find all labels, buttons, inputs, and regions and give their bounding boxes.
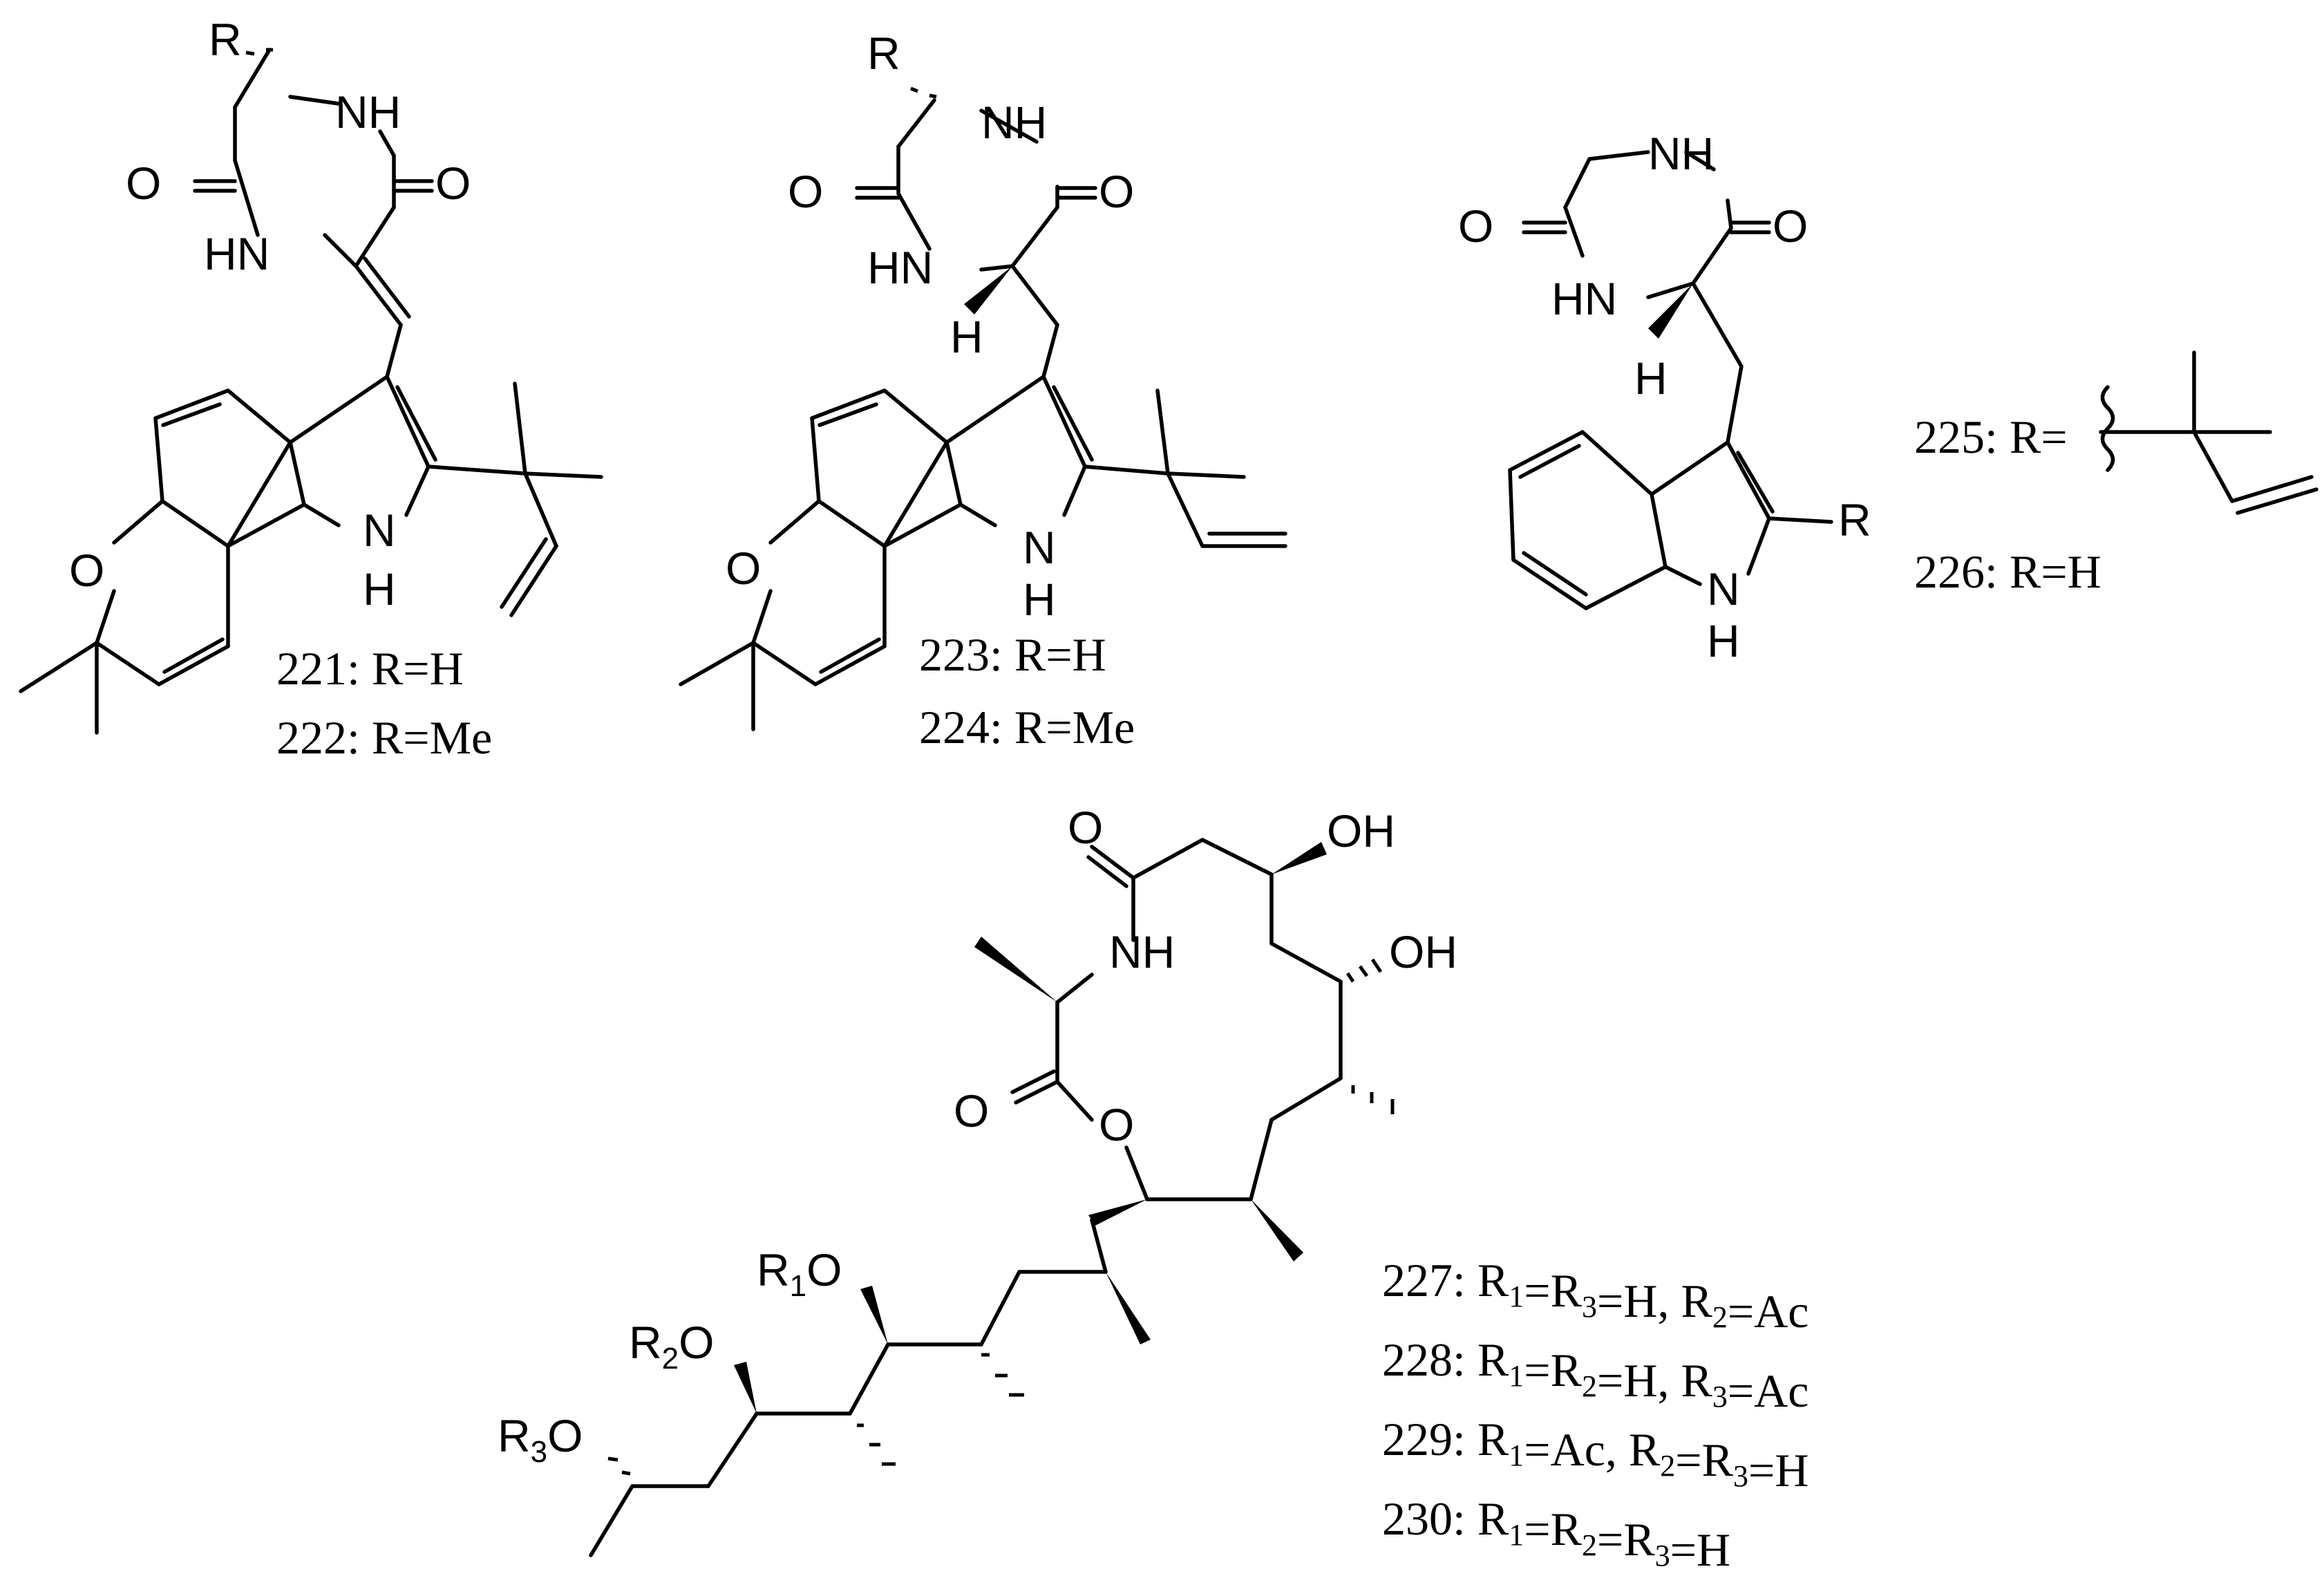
compound-label: 226: R=H (1914, 545, 2101, 598)
compound-label: 230: R1=R2=R3=H (1382, 1492, 1730, 1576)
atom-r: R (209, 14, 242, 65)
atom-o: O (1458, 200, 1493, 252)
structure-225-226: NH O O HN H R N H 225: R= 226: R=H (1458, 128, 2318, 666)
atom-h: H (1707, 615, 1740, 666)
atom-nh: NH (1109, 926, 1175, 977)
atom-n: N (1707, 563, 1740, 615)
atom-h: H (363, 563, 396, 615)
compound-label: 222: R=Me (276, 711, 492, 764)
atom-o: O (1099, 166, 1134, 217)
atom-o: O (788, 166, 823, 217)
atom-o: O (126, 158, 161, 209)
atom-o: O (1773, 200, 1808, 252)
atom-o: O (726, 543, 761, 594)
compound-label: 223: R=H (919, 628, 1106, 681)
atom-h: H (1634, 353, 1668, 404)
atom-n: N (1023, 522, 1056, 573)
atom-oh: OH (1389, 926, 1457, 977)
atom-hn: HN (867, 242, 933, 293)
wavy-bond (2100, 385, 2115, 472)
compound-label: 227: R1=R3=H, R2=Ac (1382, 1254, 1808, 1338)
atom-o: O (1099, 1099, 1134, 1150)
atom-o: O (435, 158, 471, 209)
atom-nh: NH (981, 97, 1047, 148)
compound-label: 228: R1=R2=H, R3=Ac (1382, 1333, 1808, 1417)
atom-o: O (69, 545, 104, 596)
atom-r: R (867, 28, 900, 79)
atom-nh: NH (1648, 128, 1714, 179)
compound-label: 225: R= (1914, 411, 2068, 463)
atom-r: R (1838, 494, 1871, 545)
atom-r2o: R2O (629, 1317, 715, 1376)
atom-h: H (1023, 574, 1056, 625)
structure-223-224: R NH O O HN H N H O 223: R=H 224: R=Me (679, 28, 1287, 753)
atom-o: O (954, 1085, 989, 1136)
atom-nh: NH (335, 86, 401, 138)
compound-label: 229: R1=Ac, R2=R3=H (1382, 1413, 1808, 1497)
atom-o: O (1068, 802, 1103, 853)
atom-h: H (950, 311, 983, 362)
compound-label: 224: R=Me (919, 701, 1135, 753)
structure-221-222: R NH O O HN N H O 221: R=H 222: R=Me (19, 14, 603, 764)
compound-label: 221: R=H (276, 642, 464, 695)
structure-227-230: O OH NH OH O O R1O R2O R3O 227: R1=R3=H,… (498, 802, 1808, 1576)
atom-hn: HN (204, 228, 270, 279)
atom-oh: OH (1327, 805, 1395, 856)
atom-r3o: R3O (498, 1410, 583, 1469)
atom-r1o: R1O (757, 1244, 842, 1303)
atom-hn: HN (1551, 273, 1617, 324)
atom-n: N (363, 505, 396, 556)
